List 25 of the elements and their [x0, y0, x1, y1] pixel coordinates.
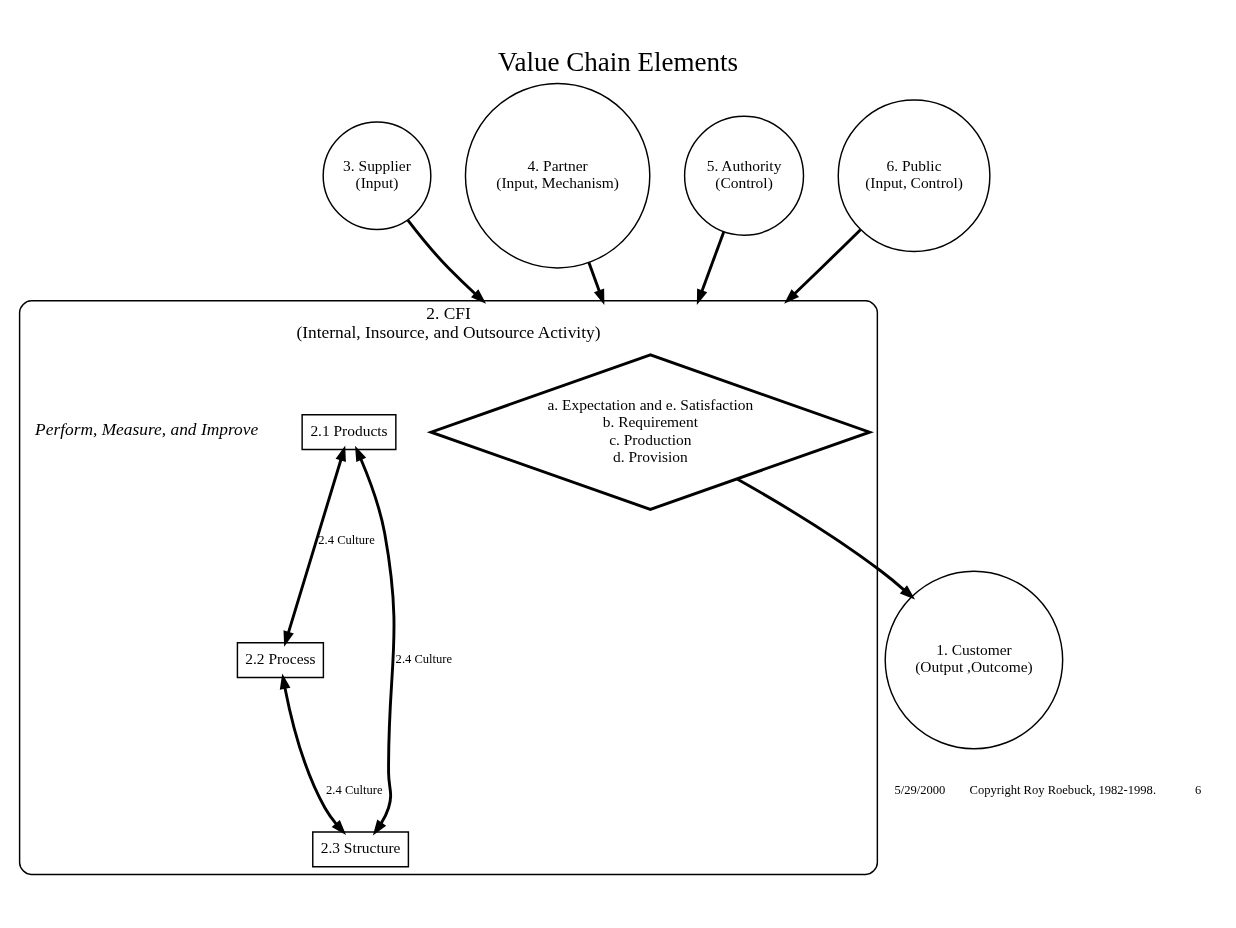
arrow	[279, 673, 347, 836]
edge-label: 2.4 Culture	[326, 782, 383, 797]
node-diamond: a. Expectation and e. Satisfaction b. Requirement c. Production d. Provision	[426, 353, 874, 511]
node-circle: 5. Authority (Control)	[683, 115, 805, 236]
node-box: 2.1 Products	[301, 414, 397, 451]
edge-label: 2.4 Culture	[318, 532, 375, 547]
edge-label: 2.4 Culture	[395, 652, 453, 667]
arrow	[355, 445, 396, 836]
arrow	[784, 228, 862, 304]
label: 6	[1194, 782, 1202, 797]
node-box: 2.3 Structure	[312, 831, 410, 868]
arrow	[587, 262, 605, 305]
label: Copyright Roy Roebuck, 1982-1998.	[969, 782, 1157, 797]
node-box: 2.2 Process	[236, 641, 325, 679]
node-circle: 4. Partner (Input, Mechanism)	[464, 82, 651, 269]
node-circle: 1. Customer (Output ,Outcome)	[884, 570, 1064, 750]
label: 5/29/2000	[894, 782, 946, 797]
arrow	[736, 477, 915, 600]
arrow	[283, 445, 346, 647]
node-circle: 6. Public (Input, Control)	[837, 99, 991, 253]
arrow	[696, 231, 726, 305]
diagram-title: Value Chain Elements	[497, 47, 739, 78]
arrow	[406, 219, 487, 304]
node-circle: 3. Supplier (Input)	[322, 121, 432, 231]
label: Perform, Measure, and Improve	[35, 420, 259, 440]
